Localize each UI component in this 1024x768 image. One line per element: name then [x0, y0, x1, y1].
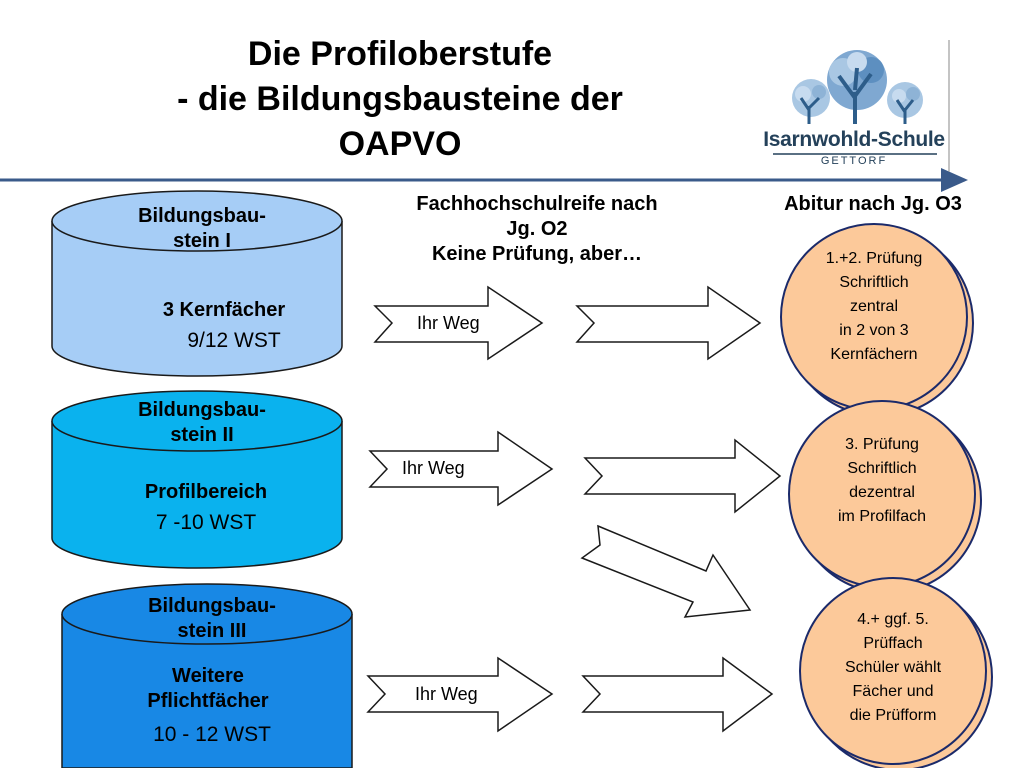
- baustein-2-hours: 7 -10 WST: [155, 511, 257, 534]
- pruefung-1-circle: [780, 223, 974, 417]
- pruefung-2-line-2: Schriftlich: [847, 460, 917, 477]
- pruefung-1-line-3: zentral: [849, 298, 899, 315]
- baustein-2-content: Profilbereich: [144, 481, 268, 503]
- baustein-3-cylinder: [61, 583, 353, 768]
- baustein-3-title-line-1: Bildungsbau-: [148, 595, 276, 617]
- ihr-weg-arrow-3: [366, 656, 554, 733]
- tree-icon: [773, 40, 950, 172]
- baustein-1-title-line-2: stein I: [173, 230, 231, 252]
- title-line-3: OAPVO: [338, 125, 462, 163]
- pruefung-1-line-4: in 2 von 3: [839, 322, 909, 339]
- exam-arrow-1: [575, 285, 762, 361]
- baustein-1-cylinder: [51, 190, 343, 377]
- pruefung-2-line-1: 3. Prüfung: [845, 436, 919, 453]
- baustein-2-title-line-2: stein II: [170, 424, 234, 446]
- pruefung-3-text: 4.+ ggf. 5. Prüffach Schüler wählt Fäche…: [813, 608, 973, 728]
- pruefung-1-line-2: Schriftlich: [839, 274, 909, 291]
- baustein-1-content: 3 Kernfächer: [162, 299, 286, 321]
- pruefung-3-line-2: Prüffach: [863, 635, 923, 652]
- pruefung-3-line-3: Schüler wählt: [844, 659, 942, 676]
- fachhochschulreife-header: Fachhochschulreife nach Jg. O2 Keine Prü…: [372, 192, 702, 267]
- pruefung-2-text: 3. Prüfung Schriftlich dezentral im Prof…: [802, 433, 962, 529]
- ihr-weg-label-2: Ihr Weg: [402, 458, 465, 478]
- baustein-1-title-line-1: Bildungsbau-: [138, 205, 266, 227]
- school-logo: Isarnwohld-Schule GETTORF: [763, 40, 953, 172]
- pruefung-2-circle: [788, 400, 982, 594]
- pruefung-1-text: 1.+2. Prüfung Schriftlich zentral in 2 v…: [794, 247, 954, 367]
- fachhochschulreife-line-1: Fachhochschulreife nach: [416, 193, 658, 215]
- abitur-header: Abitur nach Jg. O3: [784, 193, 962, 215]
- page-title: Die Profiloberstufe - die Bildungsbauste…: [120, 32, 680, 167]
- title-line-2: - die Bildungsbausteine der: [177, 80, 623, 118]
- pruefung-3-circle: [799, 577, 993, 768]
- logo-school-name: Isarnwohld-Schule: [763, 128, 945, 151]
- exam-arrow-2: [583, 438, 782, 514]
- pruefung-3-line-1: 4.+ ggf. 5.: [857, 611, 929, 628]
- logo-town-name: GETTORF: [820, 155, 888, 167]
- pruefung-1-line-1: 1.+2. Prüfung: [825, 250, 923, 267]
- pruefung-2-line-3: dezentral: [849, 484, 915, 501]
- ihr-weg-arrow-2: [368, 430, 554, 507]
- pruefung-2-line-4: im Profilfach: [837, 508, 927, 525]
- pruefung-3-line-5: die Prüfform: [849, 707, 937, 724]
- baustein-2-title-line-1: Bildungsbau-: [138, 399, 266, 421]
- baustein-1-title: Bildungsbau- stein I: [92, 204, 312, 254]
- fachhochschulreife-line-2: Jg. O2: [506, 218, 568, 240]
- exam-arrow-diagonal: [580, 524, 752, 618]
- pruefung-1-line-5: Kernfächern: [830, 346, 918, 363]
- baustein-3-content-line-1: Weitere: [172, 665, 244, 687]
- baustein-3-title: Bildungsbau- stein III: [102, 594, 322, 644]
- baustein-3-content-line-2: Pflichtfächer: [147, 690, 269, 712]
- pruefung-3-line-4: Fächer und: [852, 683, 934, 700]
- baustein-3-content: Weitere Pflichtfächer: [98, 664, 318, 714]
- baustein-3-hours: 10 - 12 WST: [153, 723, 271, 746]
- baustein-2-title: Bildungsbau- stein II: [92, 398, 312, 448]
- baustein-3-title-line-2: stein III: [177, 620, 247, 642]
- ihr-weg-arrow-1: [373, 285, 544, 361]
- baustein-1-hours: 9/12 WST: [187, 329, 281, 352]
- ihr-weg-label-3: Ihr Weg: [415, 684, 478, 704]
- title-line-1: Die Profiloberstufe: [247, 35, 553, 73]
- fachhochschulreife-line-3: Keine Prüfung, aber…: [431, 243, 643, 265]
- baustein-2-cylinder: [51, 390, 343, 569]
- exam-arrow-3: [581, 656, 774, 733]
- ihr-weg-label-1: Ihr Weg: [417, 313, 480, 333]
